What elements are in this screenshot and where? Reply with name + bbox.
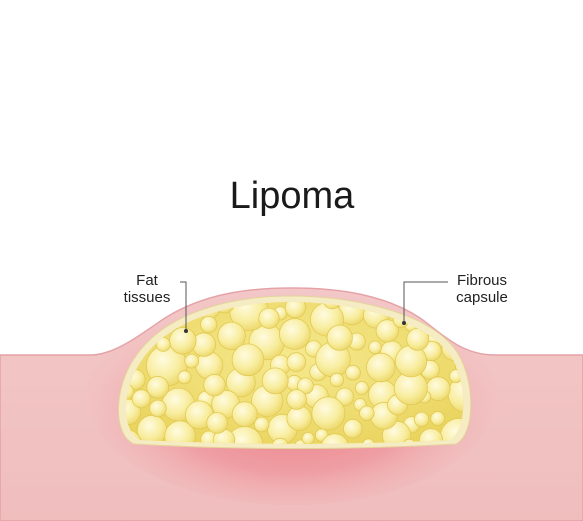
fibrous-capsule-label-line1: Fibrous — [457, 272, 507, 289]
fat-cell — [217, 321, 246, 351]
fat-cell — [271, 437, 289, 444]
fat-cell — [294, 439, 308, 444]
fat-cell — [286, 405, 312, 431]
fat-cell — [296, 377, 314, 395]
fibrous-capsule-leader — [403, 281, 448, 322]
fat-cell — [200, 315, 218, 334]
fat-cell — [126, 316, 143, 338]
fat-cell — [253, 416, 270, 433]
fat-cell — [164, 420, 196, 444]
fat-cell — [261, 367, 289, 395]
fat-cell — [301, 431, 315, 444]
fibrous-capsule-pointer — [402, 321, 406, 325]
fat-cell — [149, 399, 167, 418]
fibrous-capsule-label-line2: capsule — [456, 289, 508, 306]
fat-cell — [320, 433, 350, 444]
fat-cell — [394, 345, 428, 378]
fat-cell — [368, 340, 382, 355]
fat-cell — [366, 352, 396, 383]
fat-cell — [452, 317, 464, 335]
fat-tissues-label-line2: tissues — [124, 289, 171, 306]
fat-cell — [354, 381, 369, 396]
fat-tissues-leader — [180, 281, 187, 330]
fat-cell — [375, 319, 399, 343]
fat-cell — [206, 412, 228, 434]
fat-cell — [177, 370, 192, 385]
fat-cell — [286, 389, 307, 410]
fat-cell — [131, 389, 151, 409]
fat-cell — [286, 352, 307, 372]
fat-cell — [359, 405, 375, 422]
fat-cell — [329, 372, 345, 388]
fat-cell — [342, 418, 363, 439]
fat-cell — [203, 373, 226, 397]
fat-cell — [418, 428, 444, 444]
fat-cell — [258, 307, 280, 329]
fat-tissues-label-line1: Fat — [136, 272, 159, 289]
fat-cell — [413, 411, 430, 428]
fat-cell — [231, 343, 265, 377]
fat-cell — [345, 364, 361, 381]
fat-cell — [169, 327, 197, 355]
fat-cell — [231, 401, 258, 428]
fat-cell — [311, 396, 346, 431]
fat-cell — [278, 318, 311, 350]
fat-tissues-pointer — [184, 329, 188, 333]
fat-cell — [146, 375, 170, 399]
fat-cell — [284, 302, 306, 319]
fat-cell — [411, 302, 426, 312]
fat-cell — [184, 353, 200, 369]
fat-cell — [361, 438, 375, 444]
fat-cell — [326, 324, 353, 351]
diagram-title: Lipoma — [230, 175, 355, 217]
fat-cell — [430, 411, 446, 426]
